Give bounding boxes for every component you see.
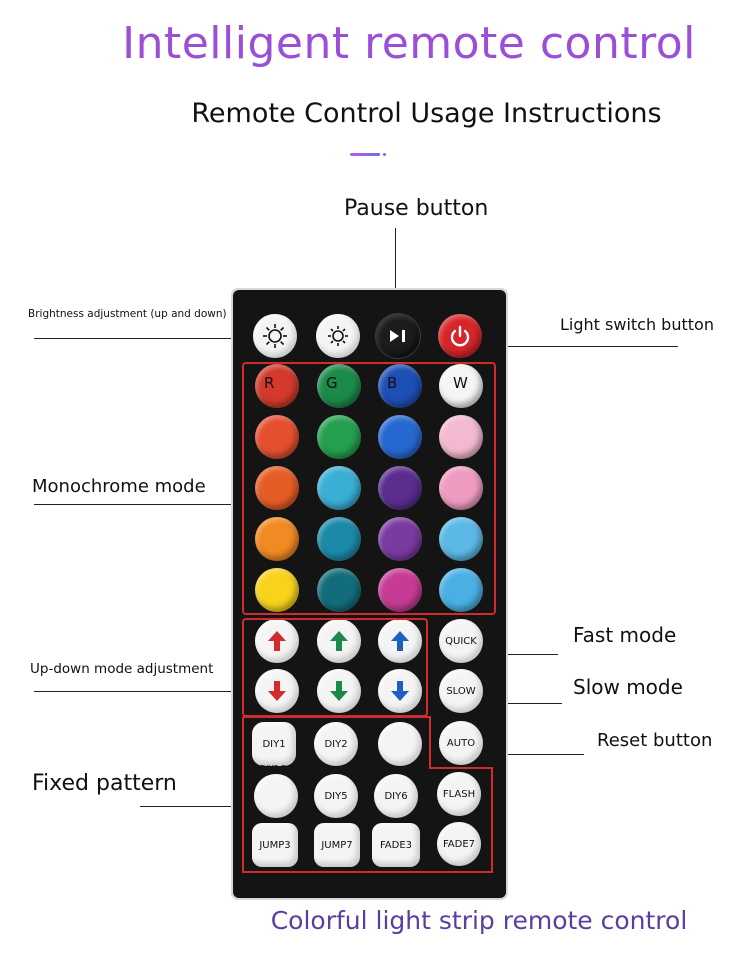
arrow-up-icon [330,631,348,651]
blue-up-button[interactable] [378,619,422,663]
pause-leader-line [395,228,396,318]
page-subtitle: Remote Control Usage Instructions [191,98,662,129]
accent-dot [383,153,386,156]
quick-button[interactable]: QUICK [439,619,483,663]
diy-blank-button-1[interactable] [378,722,422,766]
diy6-button[interactable]: DIY6 [374,774,418,818]
monochrome-label: Monochrome mode [32,476,206,497]
arrow-up-icon [268,631,286,651]
jump7-button[interactable]: JUMP7 [314,823,360,867]
green-down-button[interactable] [317,669,361,713]
color-button-r5-c1[interactable] [255,568,299,612]
brightness-leader-line [34,338,264,339]
fixed-pattern-highlight-box [242,716,493,873]
color-letter-r: R [264,374,275,392]
color-button-r2-c3[interactable] [378,415,422,459]
color-button-r3-c4[interactable] [439,466,483,510]
updown-label: Up-down mode adjustment [30,661,214,677]
color-button-r5-c3[interactable] [378,568,422,612]
flash-button[interactable]: FLASH [437,772,481,816]
flash-button-label: FLASH [442,788,476,800]
diy5-button[interactable]: DIY5 [314,774,358,818]
jump3-button[interactable]: JUMP3 [252,823,298,867]
arrow-down-icon [268,681,286,701]
page-title: Intelligent remote control [122,18,696,69]
color-button-r5-c2[interactable] [317,568,361,612]
fade3-label: FADE3 [379,839,413,851]
brightness-up-icon [328,326,348,346]
slow-button-label: SLOW [446,685,476,697]
color-button-r3-c3[interactable] [378,466,422,510]
accent-bar [350,153,380,156]
color-button-r2-c4[interactable] [439,415,483,459]
updown-leader-line [34,691,244,692]
slow-mode-label: Slow mode [573,675,683,699]
arrow-down-icon [391,681,409,701]
color-button-r4-c2[interactable] [317,517,361,561]
color-button-r5-c4[interactable] [439,568,483,612]
slow-mode-leader-line [480,703,562,704]
color-letter-g: G [326,374,338,392]
power-button[interactable] [438,314,482,358]
pause-label: Pause button [344,196,489,221]
light-switch-label: Light switch button [560,315,714,334]
slow-button[interactable]: SLOW [439,669,483,713]
color-button-r3-c2[interactable] [317,466,361,510]
reset-label: Reset button [597,730,713,751]
color-button-r4-c4[interactable] [439,517,483,561]
diy3-diy4-overlap-text: DIY3 DIY4 [260,764,300,773]
brightness-label: Brightness adjustment (up and down) [28,308,227,320]
light-switch-leader-line [480,346,678,347]
color-button-r1-c1[interactable]: R [255,364,299,408]
fast-mode-label: Fast mode [573,623,677,647]
quick-button-label: QUICK [445,635,477,647]
footer-caption: Colorful light strip remote control [270,906,688,935]
diy-blank-button-2[interactable] [254,774,298,818]
jump3-label: JUMP3 [259,839,291,851]
play-pause-icon [390,330,405,342]
brightness-down-icon [263,324,287,348]
monochrome-leader-line [34,504,244,505]
updown-highlight-box [242,618,428,717]
color-button-r1-c3[interactable]: B [378,364,422,408]
fade3-button[interactable]: FADE3 [372,823,420,867]
diy5-label: DIY5 [324,790,348,802]
color-letter-w: W [453,374,468,392]
arrow-down-icon [330,681,348,701]
color-button-r3-c1[interactable] [255,466,299,510]
fade7-button-label: FADE7 [442,838,476,850]
color-letter-b: B [387,374,398,392]
brightness-down-button[interactable] [253,314,297,358]
arrow-up-icon [391,631,409,651]
jump7-label: JUMP7 [321,839,353,851]
color-button-r1-c4[interactable]: W [439,364,483,408]
red-down-button[interactable] [255,669,299,713]
diy1-label: DIY1 [262,738,286,750]
fixed-pattern-leader-line [140,806,244,807]
diy1-button[interactable]: DIY1 [252,722,296,766]
power-icon [450,325,470,347]
play-pause-button[interactable] [376,314,420,358]
color-button-r4-c3[interactable] [378,517,422,561]
color-button-r4-c1[interactable] [255,517,299,561]
diy2-label: DIY2 [324,738,348,750]
green-up-button[interactable] [317,619,361,663]
color-button-r1-c2[interactable]: G [317,364,361,408]
blue-down-button[interactable] [378,669,422,713]
auto-button-label: AUTO [446,737,476,749]
diy6-label: DIY6 [384,790,408,802]
brightness-up-button[interactable] [316,314,360,358]
reset-leader-line [480,754,584,755]
fade7-button[interactable]: FADE7 [437,822,481,866]
diy2-button[interactable]: DIY2 [314,722,358,766]
fast-mode-leader-line [480,654,558,655]
color-button-r2-c1[interactable] [255,415,299,459]
red-up-button[interactable] [255,619,299,663]
auto-button[interactable]: AUTO [439,721,483,765]
monochrome-highlight-box [242,362,496,615]
fixed-pattern-label: Fixed pattern [32,771,177,796]
color-button-r2-c2[interactable] [317,415,361,459]
